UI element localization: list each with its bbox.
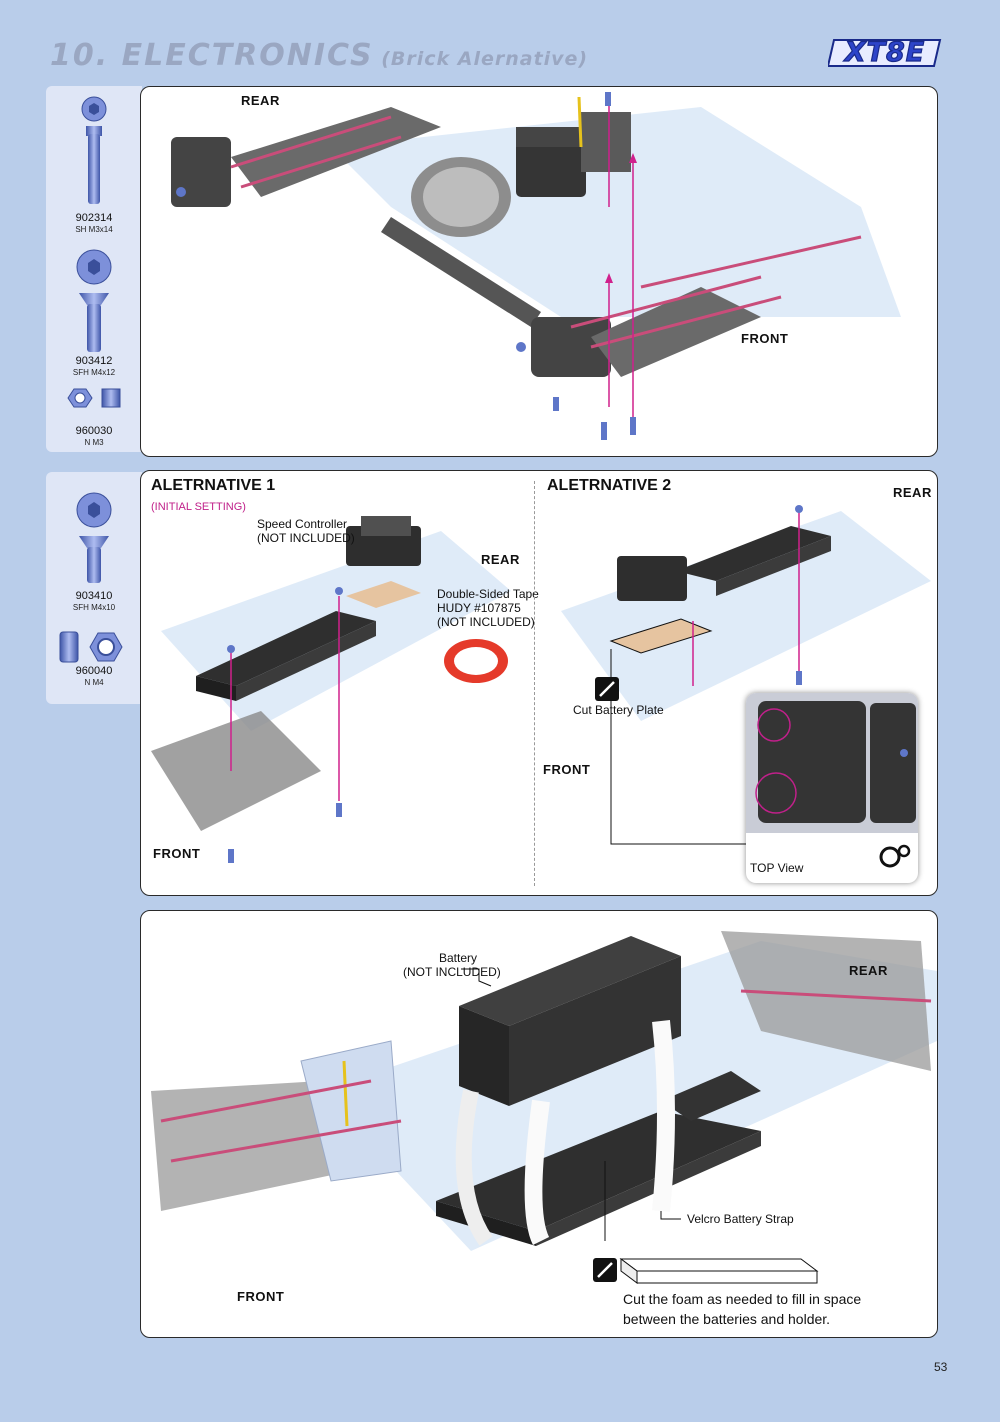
battery-label-line2: (NOT INCLUDED): [403, 965, 501, 979]
front-label-text: FRONT: [741, 331, 789, 346]
alternative2-title: ALETRNATIVE 2: [547, 477, 672, 494]
step3-front-label: FRONT: [237, 1289, 284, 1304]
cutter-icon: [595, 677, 619, 701]
socket-head-screw-icon: [81, 96, 107, 204]
tape-label: Double-Sided Tape HUDY #107875 (NOT INCL…: [437, 587, 539, 629]
tape-roll-icon: [444, 639, 508, 683]
alt2-front-label-text: FRONT: [543, 762, 591, 777]
top-view-drawing: [746, 693, 918, 868]
brand-logo: XT8E: [828, 37, 942, 68]
part-spec: SFH M4x12: [72, 368, 116, 377]
part-spec: SH M3x14: [75, 225, 113, 234]
nut-icon: [67, 388, 121, 408]
velcro-strap-label: Velcro Battery Strap: [687, 1212, 794, 1226]
part-code: 902314: [75, 212, 113, 224]
cut-battery-plate-label: Cut Battery Plate: [573, 703, 664, 717]
hardware-drawings: [67, 96, 121, 408]
alt1-rear-label: REAR: [481, 552, 520, 567]
speed-controller-label: Speed Controller (NOT INCLUDED): [257, 517, 355, 545]
tape-label-line3: (NOT INCLUDED): [437, 615, 535, 629]
step1-panel: REAR FRONT: [140, 86, 938, 457]
part-spec: N M4: [84, 678, 104, 687]
step2-panel: ALETRNATIVE 1 (INITIAL SETTING) Speed Co…: [140, 470, 938, 896]
part-spec: N M3: [84, 438, 104, 447]
rear-label: REAR: [241, 93, 280, 108]
alternative1-subtitle: (INITIAL SETTING): [151, 501, 246, 513]
part-code: 903410: [75, 590, 113, 602]
brand-logo-text: XT8E: [844, 37, 926, 68]
nut-icon: [59, 631, 123, 663]
cutter-icon: [593, 1258, 617, 1282]
foam-instruction-note: Cut the foam as needed to fill in space …: [623, 1291, 862, 1327]
alternatives-divider: [534, 481, 535, 886]
battery-label: Battery (NOT INCLUDED): [403, 951, 501, 979]
page-number: 53: [934, 1360, 948, 1374]
chassis-illustration-step3: [151, 931, 937, 1284]
top-view-inset: TOP View: [746, 693, 918, 883]
step3-front-label-text: FRONT: [237, 1289, 285, 1304]
battery-label-line1: Battery: [438, 951, 477, 965]
settings-gears-icon: [879, 844, 911, 868]
step3-panel: Battery (NOT INCLUDED) Velcro Battery St…: [140, 910, 938, 1338]
speed-controller-label-line2: (NOT INCLUDED): [257, 531, 355, 545]
step3-rear-label: REAR: [849, 963, 888, 978]
part-spec: SFH M4x10: [72, 603, 116, 612]
chassis-illustration-step2: [151, 505, 931, 863]
title-sub: (Brick Alernative): [381, 48, 589, 70]
speed-controller-label-line1: Speed Controller: [257, 517, 348, 531]
chassis-illustration-step1: [171, 92, 901, 440]
part-code: 960040: [75, 665, 113, 677]
alt1-rear-label-text: REAR: [481, 552, 520, 567]
page-title: 10. ELECTRONICS (Brick Alernative): [50, 38, 588, 73]
part-code: 903412: [75, 355, 113, 367]
parts-sidebar-step1: 902314 SH M3x14 903412 SFH M4x12 960030 …: [46, 86, 142, 452]
alt2-rear-label-text: REAR: [893, 485, 932, 500]
top-view-label-text: TOP View: [750, 861, 804, 875]
tape-label-line1: Double-Sided Tape: [437, 587, 539, 601]
step3-rear-label-text: REAR: [849, 963, 888, 978]
alternative1-title: ALETRNATIVE 1: [151, 477, 276, 494]
rear-label-text: REAR: [241, 93, 280, 108]
alt1-front-label: FRONT: [153, 846, 200, 861]
hardware-drawings: [59, 492, 123, 663]
countersunk-screw-icon: [76, 249, 112, 352]
title-main: 10. ELECTRONICS: [50, 38, 374, 73]
front-label: FRONT: [741, 331, 788, 346]
parts-sidebar-step2: 903410 SFH M4x10 960040 N M4: [46, 472, 142, 704]
part-code: 960030: [75, 425, 113, 437]
alt1-front-label-text: FRONT: [153, 846, 201, 861]
countersunk-screw-icon: [76, 492, 112, 583]
tape-label-line2: HUDY #107875: [437, 601, 521, 615]
alt2-rear-label: REAR: [893, 485, 932, 500]
alt2-front-label: FRONT: [543, 762, 590, 777]
foam-strip-icon: [619, 1258, 819, 1284]
top-view-label: TOP View: [750, 861, 803, 875]
